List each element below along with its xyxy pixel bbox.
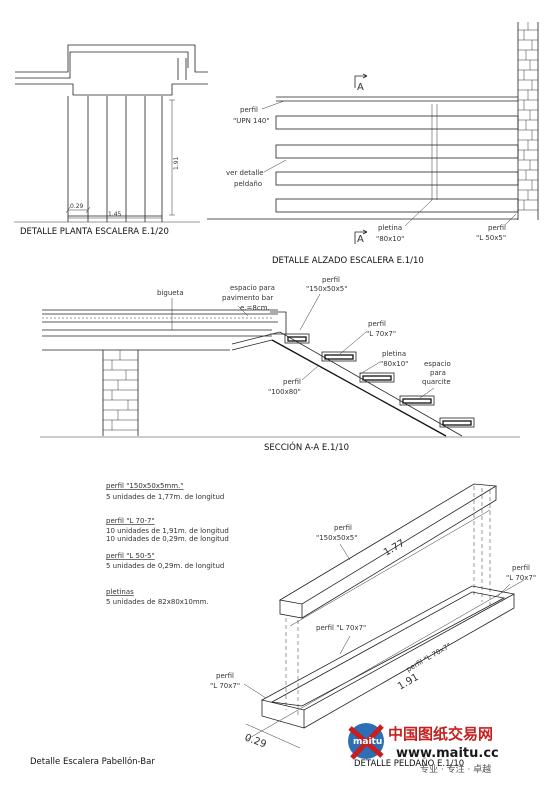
materials-list: perfil "150x50x5mm." 5 unidades de 1,77m…: [106, 482, 229, 606]
brick-wall-elevation: [517, 22, 539, 220]
material-1-line-0: 10 unidades de 1,91m. de longitud: [106, 527, 229, 535]
section-label-quartz-1: espacio: [424, 360, 451, 368]
section-label-l70-1: perfil: [368, 320, 386, 328]
material-0-title: perfil "150x50x5mm.": [106, 482, 184, 490]
section-label-plate-1: pletina: [382, 350, 406, 358]
step-label-tube-2: "150x50x5": [316, 534, 357, 542]
step-label-front: perfil "L 70x7": [405, 642, 453, 674]
section-label-space-1: espacio para: [230, 284, 275, 292]
step-label-tube-1: perfil: [334, 524, 352, 532]
section-label-space-3: e.=8cm.: [240, 304, 270, 312]
material-1-title: perfil "L 70-7": [106, 517, 155, 525]
section-label-quartz-2: para: [430, 369, 446, 377]
elev-label-detail-2: peldaño: [234, 180, 262, 188]
elev-label-plate-1: pletina: [378, 224, 402, 232]
section-title: SECCIÓN A-A E.1/10: [264, 441, 349, 453]
step-label-left-2: "L 70x7": [210, 682, 240, 690]
section-label-space-2: pavimento bar: [222, 294, 273, 302]
step-label-mid: perfil "L 70x7": [316, 624, 366, 632]
elev-label-angle-1: perfil: [488, 224, 506, 232]
section-detail: bigueta espacio para pavimento bar e.=8c…: [40, 276, 520, 453]
step-title: DETALLE PELDAÑO E.1/10: [354, 758, 464, 769]
material-2-title: perfil "L 50-5": [106, 552, 155, 560]
brick-column-section: [102, 350, 139, 436]
material-2-line-0: 5 unidades de 0,29m. de longitud: [106, 562, 224, 570]
plan-dim-length: 1.91: [173, 156, 180, 170]
watermark-brand: 中国图纸交易网: [388, 725, 493, 743]
elev-label-angle-2: "L 50x5": [476, 234, 506, 242]
watermark-logo-text: maitu: [353, 737, 382, 747]
elev-label-profile-1: perfil: [240, 106, 258, 114]
section-label-l70-2: "L 70x7": [366, 330, 396, 338]
section-mark-top: A: [357, 82, 364, 93]
step-dim-depth: 0.29: [243, 732, 268, 750]
section-label-quartz-3: quarcite: [422, 378, 451, 386]
elev-label-profile-2: "UPN 140": [233, 117, 270, 125]
section-label-beam-2: "100x80": [268, 388, 301, 396]
watermark: maitu 中国图纸交易网 www.maitu.cc 专业 · 专注 · 卓越: [348, 723, 499, 775]
watermark-tagline: 专业 · 专注 · 卓越: [420, 763, 491, 775]
sheet-title: Detalle Escalera Pabellón-Bar: [30, 756, 155, 767]
section-label-tube-2: "150x50x5": [306, 285, 347, 293]
section-label-tube-1: perfil: [322, 276, 340, 284]
section-label-joist: bigueta: [157, 289, 184, 297]
section-label-beam-1: perfil: [283, 378, 301, 386]
watermark-logo: maitu: [348, 723, 384, 760]
step-label-right-2: "L 70x7": [506, 574, 536, 582]
material-1-line-1: 10 unidades de 0,29m. de longitud: [106, 535, 229, 543]
elevation-title: DETALLE ALZADO ESCALERA E.1/10: [272, 256, 424, 266]
elev-label-plate-2: "80x10": [376, 235, 404, 243]
plan-title: DETALLE PLANTA ESCALERA E.1/20: [20, 227, 169, 237]
step-dim-length: 1.91: [396, 672, 421, 693]
material-3-line-0: 5 unidades de 82x80x10mm.: [106, 598, 209, 606]
plan-detail: 0.29 1.45 1.91 DETALLE PLANTA ESCALERA E…: [14, 44, 208, 237]
step-dim-top: 1.77: [382, 538, 407, 559]
elevation-detail: A A perfil "UPN 140" ver detalle peldaño…: [207, 22, 539, 266]
plan-dim-small: 0.29: [70, 203, 84, 210]
section-mark-bottom: A: [357, 234, 364, 245]
section-label-plate-2: "80x10": [380, 360, 408, 368]
elev-label-detail-1: ver detalle: [226, 169, 264, 177]
step-label-left-1: perfil: [216, 672, 234, 680]
material-0-line-0: 5 unidades de 1,77m. de longitud: [106, 493, 224, 501]
material-3-title: pletinas: [106, 588, 134, 596]
step-label-right-1: perfil: [512, 564, 530, 572]
watermark-url: www.maitu.cc: [396, 746, 499, 761]
plan-dim-width: 1.45: [108, 211, 122, 218]
